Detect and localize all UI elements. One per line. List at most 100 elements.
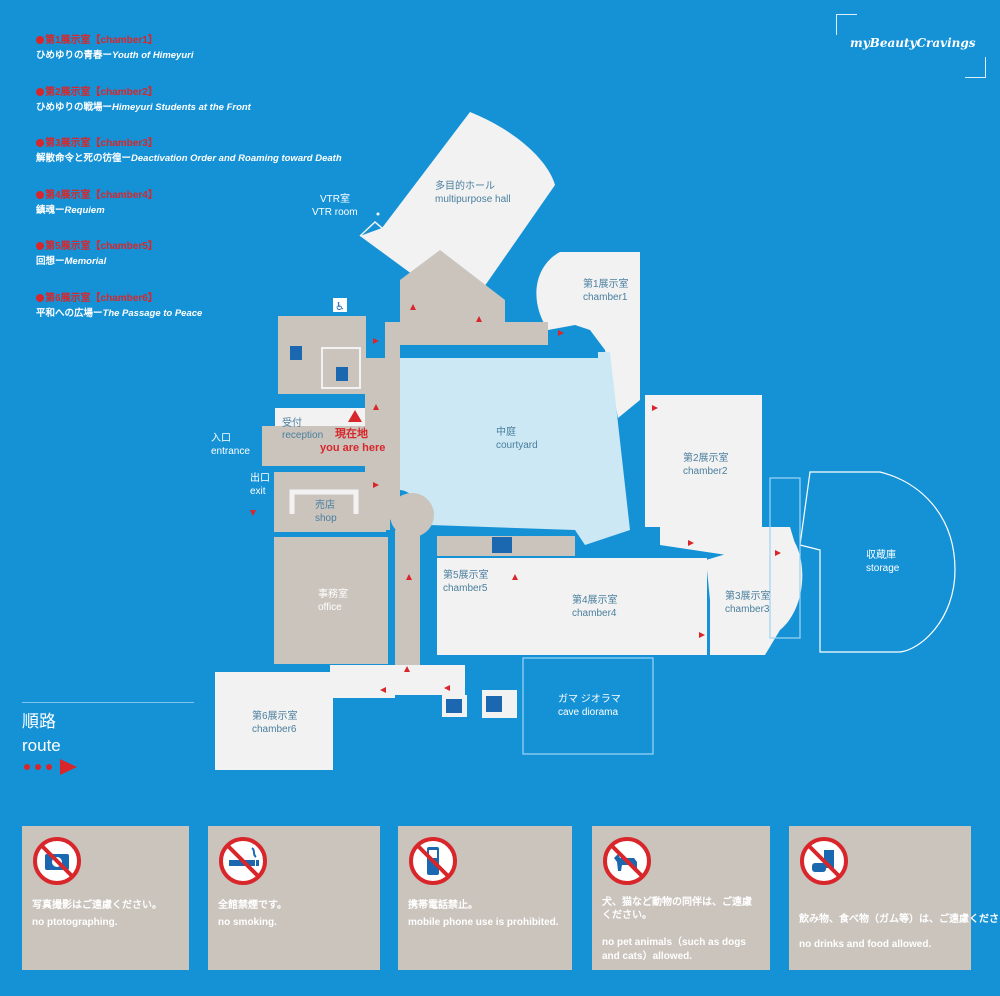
courtyard-label-en: courtyard xyxy=(496,440,538,451)
exit-label-en: exit xyxy=(250,486,266,497)
chamber2-label-jp: 第2展示室 xyxy=(683,451,729,464)
office-label-jp: 事務室 xyxy=(318,587,348,600)
reception-label-en: reception xyxy=(282,430,323,441)
wheelchair-icon-glyph: ♿ xyxy=(335,300,345,313)
shop-counter xyxy=(289,489,359,514)
corridor-rotunda xyxy=(390,493,434,537)
floor-map: ♿ VTR室 VTR room 多目的ホール multipurpose hall… xyxy=(211,112,956,770)
route-arrow-icon xyxy=(775,550,781,556)
legend-dot-icon xyxy=(36,139,44,147)
notice-text-jp: 飲み物、食べ物（ガム等）は、ご遠慮ください。 xyxy=(799,914,1000,925)
no-smoking-icon xyxy=(219,837,267,885)
chamber6-label-en: chamber6 xyxy=(252,724,297,735)
hall-label-jp: 多目的ホール xyxy=(435,179,495,192)
corridor-north xyxy=(385,322,548,358)
office-room[interactable] xyxy=(274,537,388,664)
legend-item-chamber4: 第4展示室【chamber4】 鎮魂ーRequiem xyxy=(36,190,158,216)
corridor-chamber2-3 xyxy=(660,527,800,560)
vtr-label-jp: VTR室 xyxy=(320,192,350,205)
brand-watermark: myBeautyCravings xyxy=(836,14,986,78)
chamber1-label-en: chamber1 xyxy=(583,292,628,303)
chamber5-room[interactable] xyxy=(437,558,512,655)
shop-label-jp: 売店 xyxy=(315,498,335,511)
vtr-room-outline xyxy=(359,220,426,266)
chamber6-label-jp: 第6展示室 xyxy=(252,709,298,722)
no-food-icon xyxy=(800,837,848,885)
notice-text-jp: 携帯電話禁止。 xyxy=(408,900,478,911)
notice-text-jp: 犬、猫など動物の同伴は、ご遠慮ください。 xyxy=(602,897,752,921)
route-arrow-icon xyxy=(373,338,379,344)
legend-dot-icon xyxy=(36,294,44,302)
chamber1-label-jp: 第1展示室 xyxy=(583,277,629,290)
route-arrow-icon xyxy=(558,330,564,336)
chamber3-room[interactable] xyxy=(706,535,803,655)
office-label-en: office xyxy=(318,602,342,613)
legend-item-chamber3: 第3展示室【chamber3】 解散命令と死の彷徨ーDeactivation O… xyxy=(36,138,342,164)
storage-label-en: storage xyxy=(866,563,900,574)
notice-text-en: mobile phone use is prohibited. xyxy=(408,917,559,928)
route-arrow-icon xyxy=(24,759,77,775)
storage-label-jp: 収蔵庫 xyxy=(866,548,896,561)
route-label-en: route xyxy=(22,736,61,755)
chamber2-room[interactable] xyxy=(645,395,762,527)
notice-no-camera: 写真撮影はご遠慮ください。 no ptotographing. xyxy=(22,826,189,970)
chamber6-room[interactable] xyxy=(215,665,395,770)
brand-text: myBeautyCravings xyxy=(850,36,976,50)
legend-item-chamber1: 第1展示室【chamber1】 ひめゆりの青春ーYouth of Himeyur… xyxy=(36,35,194,61)
chamber5-label-jp: 第5展示室 xyxy=(443,568,489,581)
route-arrow-icon xyxy=(688,540,694,546)
route-arrow-icon xyxy=(699,632,705,638)
no-camera-icon xyxy=(33,837,81,885)
notice-text-en: no ptotographing. xyxy=(32,917,118,928)
notice-no-pets: 犬、猫など動物の同伴は、ご遠慮ください。 no pet animals（such… xyxy=(592,826,770,970)
chamber4-label-en: chamber4 xyxy=(572,608,617,619)
courtyard-label-jp: 中庭 xyxy=(496,425,516,438)
restroom-icon xyxy=(492,537,512,553)
chamber4-label-jp: 第4展示室 xyxy=(572,593,618,606)
notice-no-food: 飲み物、食べ物（ガム等）は、ご遠慮ください。 no drinks and foo… xyxy=(789,826,1000,970)
chamber5-label-en: chamber5 xyxy=(443,583,488,594)
route-legend: 順路 route xyxy=(22,712,82,781)
toilet-icon xyxy=(290,346,302,360)
chamber3-label-jp: 第3展示室 xyxy=(725,589,771,602)
legend-dot-icon xyxy=(36,242,44,250)
route-arrows xyxy=(250,304,781,693)
here-label-jp: 現在地 xyxy=(335,426,368,440)
legend-item-chamber6: 第6展示室【chamber6】 平和への広場ーThe Passage to Pe… xyxy=(36,293,203,319)
route-arrow-icon xyxy=(476,316,482,322)
route-label-jp: 順路 xyxy=(22,712,56,731)
chamber1-room[interactable] xyxy=(536,252,640,418)
chamber4-room[interactable] xyxy=(512,558,707,655)
exit-label-jp: 出口 xyxy=(250,471,270,484)
entrance-hall xyxy=(262,426,365,466)
route-divider xyxy=(22,702,194,703)
route-arrow-icon xyxy=(406,574,412,580)
reception-label-jp: 受付 xyxy=(282,416,302,429)
route-arrow-icon xyxy=(250,510,256,516)
entrance-roof xyxy=(400,250,505,322)
legend-item-chamber5: 第5展示室【chamber5】 回想ーMemorial xyxy=(36,241,158,267)
route-arrow-icon xyxy=(512,574,518,580)
storage-room[interactable] xyxy=(799,471,956,653)
corridor-south xyxy=(395,530,420,665)
legend-item-chamber2: 第2展示室【chamber2】 ひめゆりの戦場ーHimeyuri Student… xyxy=(36,87,251,113)
reception-desk[interactable] xyxy=(275,408,365,426)
notice-no-phone: 携帯電話禁止。 mobile phone use is prohibited. xyxy=(398,826,572,970)
shop-label-en: shop xyxy=(315,513,337,524)
storage-annex xyxy=(769,477,801,639)
courtyard[interactable] xyxy=(400,352,630,545)
diorama-label-en: cave diorama xyxy=(558,707,618,718)
vtr-room[interactable] xyxy=(360,196,440,280)
cave-diorama-room[interactable] xyxy=(522,657,654,755)
notice-text-en: no smoking. xyxy=(218,917,277,928)
toilet-icon-2 xyxy=(336,367,348,381)
toilet-room xyxy=(321,347,361,389)
notice-no-smoking: 全館禁煙です。 no smoking. xyxy=(208,826,380,970)
route-arrow-icon xyxy=(373,482,379,488)
route-arrow-icon xyxy=(380,687,386,693)
vtr-marker xyxy=(376,212,380,216)
notice-text-jp: 写真撮影はご遠慮ください。 xyxy=(32,900,162,911)
vtr-label-en: VTR room xyxy=(312,207,358,218)
accessible-icon xyxy=(486,696,502,712)
notice-text-jp: 全館禁煙です。 xyxy=(218,900,287,911)
